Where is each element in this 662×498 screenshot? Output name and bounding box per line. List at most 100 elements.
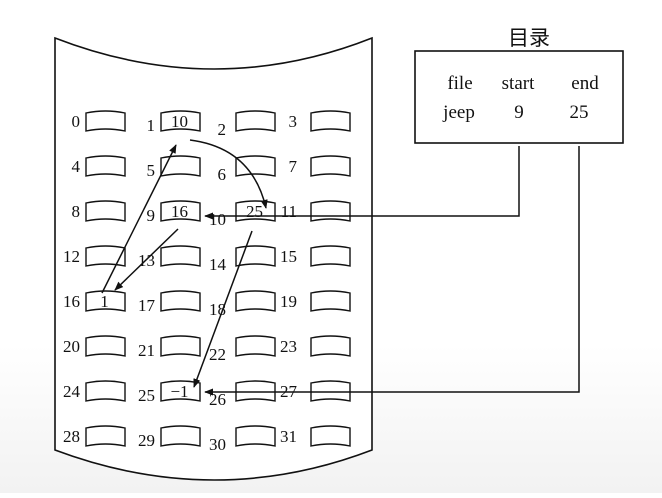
block-outline — [235, 290, 276, 312]
block-next-pointer: −1 — [170, 382, 188, 401]
block-number: 17 — [138, 296, 156, 315]
block-number: 2 — [218, 120, 227, 139]
disk-block: 12 — [63, 245, 126, 267]
disk-block: 24 — [63, 380, 126, 402]
block-outline — [160, 425, 201, 447]
disk-block: 11 — [281, 200, 351, 222]
block-number: 26 — [209, 390, 226, 409]
block-number: 19 — [280, 292, 297, 311]
disk-block: 28 — [63, 425, 126, 447]
block-number: 23 — [280, 337, 297, 356]
header-file: file — [447, 73, 472, 94]
block-next-pointer: 25 — [246, 202, 263, 221]
block-outline — [235, 425, 276, 447]
entry-end: 25 — [570, 102, 589, 123]
block-number: 31 — [280, 427, 297, 446]
block-number: 21 — [138, 341, 155, 360]
block-links — [101, 139, 580, 396]
block-number: 12 — [63, 247, 80, 266]
block-outline — [235, 110, 276, 132]
block-number: 0 — [72, 112, 81, 131]
disk-block: 2 — [218, 110, 276, 139]
block-number: 24 — [63, 382, 81, 401]
disk-block: 20 — [63, 335, 126, 357]
block-number: 14 — [209, 255, 227, 274]
block-outline — [235, 380, 276, 402]
directory-title: 目录 — [508, 26, 550, 50]
block-number: 15 — [280, 247, 297, 266]
block-outline — [310, 200, 351, 222]
block-outline — [235, 245, 276, 267]
start-pointer-arrow — [204, 146, 520, 220]
block-number: 8 — [72, 202, 81, 221]
block-outline — [310, 425, 351, 447]
block-outline — [85, 380, 126, 402]
disk-block: 3 — [289, 110, 351, 132]
block-number: 20 — [63, 337, 80, 356]
link-1-to-10 — [189, 139, 268, 209]
block-number: 25 — [138, 386, 155, 405]
header-start: start — [502, 73, 535, 94]
disk-block: 19 — [280, 290, 351, 312]
block-number: 10 — [209, 210, 226, 229]
block-number: 11 — [281, 202, 297, 221]
block-outline — [235, 335, 276, 357]
block-outline — [310, 380, 351, 402]
end-pointer-arrow — [204, 146, 580, 396]
block-number: 3 — [289, 112, 298, 131]
block-number: 6 — [218, 165, 227, 184]
block-number: 16 — [63, 292, 80, 311]
block-outline — [85, 290, 126, 312]
disk-block: 17 — [138, 290, 201, 315]
block-number: 7 — [289, 157, 298, 176]
block-number: 4 — [72, 157, 81, 176]
block-outline — [160, 335, 201, 357]
block-outline — [160, 245, 201, 267]
disk-block: 14 — [209, 245, 276, 274]
block-outline — [85, 110, 126, 132]
disk-block: 7 — [289, 155, 351, 177]
block-outline — [235, 155, 276, 177]
block-outline — [160, 155, 201, 177]
disk-block: 0 — [72, 110, 126, 132]
entry-file: jeep — [442, 102, 475, 123]
disk-block: 30 — [209, 425, 276, 454]
block-outline — [310, 245, 351, 267]
block-outline — [310, 335, 351, 357]
link-10-to-25 — [193, 230, 253, 388]
block-number: 5 — [147, 161, 156, 180]
entry-start: 9 — [514, 102, 524, 123]
link-16-to-1 — [101, 144, 177, 294]
block-number: 29 — [138, 431, 155, 450]
block-outline — [160, 200, 201, 222]
block-outline — [160, 290, 201, 312]
block-outline — [160, 380, 201, 402]
disk-block: 29 — [138, 425, 201, 450]
header-end: end — [571, 73, 599, 94]
disk-block: 5 — [147, 155, 201, 180]
block-next-pointer: 10 — [171, 112, 188, 131]
disk-block: 21 — [138, 335, 201, 360]
block-outline — [85, 200, 126, 222]
block-next-pointer: 16 — [171, 202, 188, 221]
disk-block: 9 16 — [147, 200, 201, 225]
block-number: 22 — [209, 345, 226, 364]
block-outline — [85, 335, 126, 357]
block-number: 9 — [147, 206, 156, 225]
disk-block: 23 — [280, 335, 351, 357]
disk-block: 6 — [218, 155, 276, 184]
disk-block: 27 — [280, 380, 351, 402]
block-next-pointer: 1 — [100, 292, 109, 311]
block-outline — [85, 155, 126, 177]
block-outline — [85, 425, 126, 447]
directory-table: 目录 file start end jeep 9 25 — [414, 26, 624, 144]
disk-block: 31 — [280, 425, 351, 447]
disk-block: 15 — [280, 245, 351, 267]
block-outline — [310, 290, 351, 312]
disk-block: 8 — [72, 200, 126, 222]
disk-block: 25 −1 — [138, 380, 201, 405]
link-9-to-16 — [114, 228, 179, 291]
